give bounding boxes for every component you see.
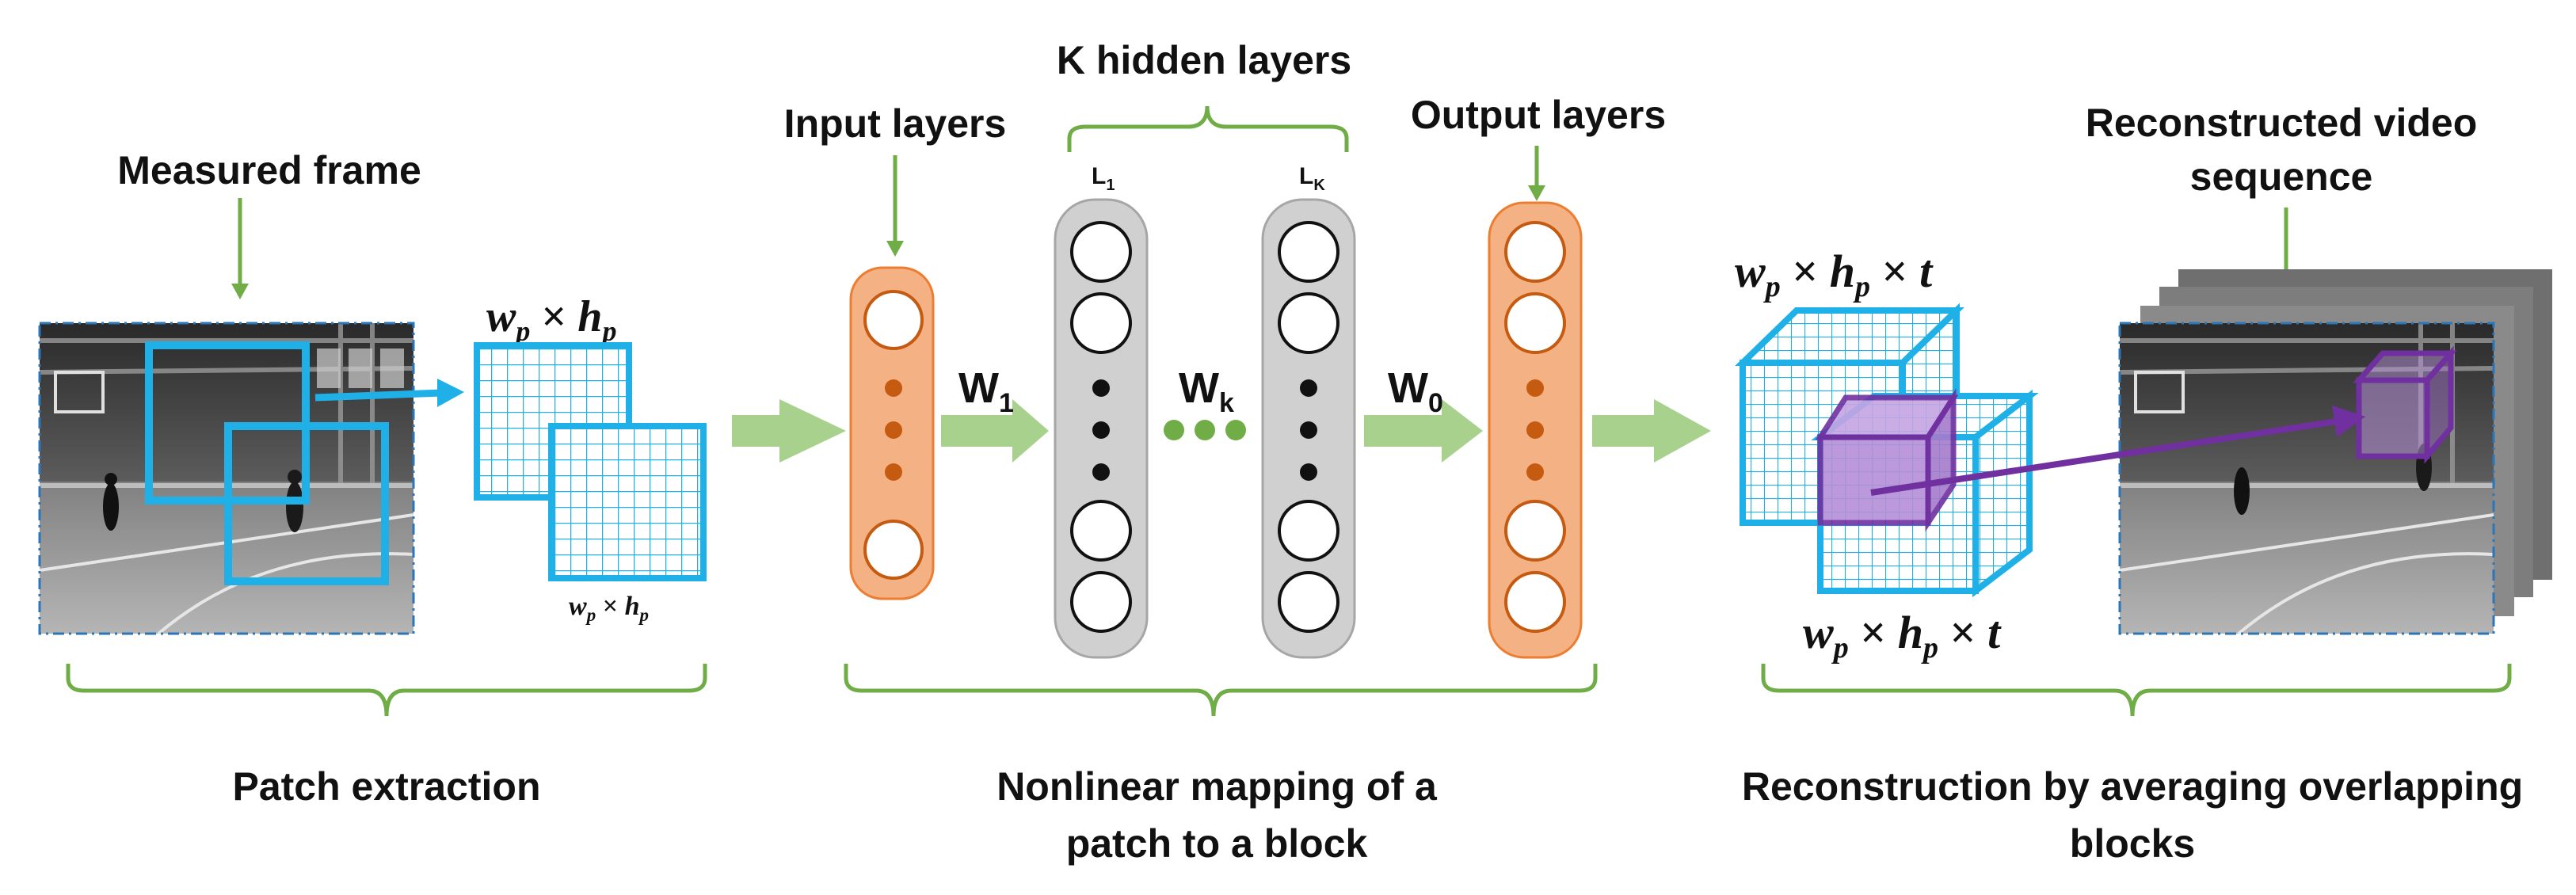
hidden-neuron bbox=[1070, 221, 1132, 283]
output-neuron bbox=[1504, 571, 1566, 633]
ellipsis-dot bbox=[1526, 379, 1544, 397]
overlap-cube bbox=[1815, 388, 1959, 532]
grid-patch-2 bbox=[548, 423, 707, 581]
hidden-layer-1 bbox=[1054, 198, 1149, 659]
stage-brace-3 bbox=[1761, 664, 2512, 717]
flow-arrow-w1 bbox=[941, 399, 1049, 463]
input-layers-arrow bbox=[886, 155, 904, 257]
output-neuron bbox=[1504, 292, 1566, 354]
ellipsis-dot bbox=[885, 421, 902, 439]
layer-lk-label: LK bbox=[1299, 163, 1325, 194]
hidden-neuron bbox=[1278, 292, 1339, 354]
measured-frame-arrow bbox=[231, 198, 249, 299]
hidden-neuron bbox=[1278, 571, 1339, 633]
ellipsis-dot bbox=[1092, 463, 1110, 481]
weight-w1-label: W1 bbox=[958, 364, 1014, 418]
hidden-neuron bbox=[1070, 292, 1132, 354]
between-layers-ellipsis bbox=[1164, 420, 1246, 440]
ellipsis-dot bbox=[1300, 463, 1317, 481]
stage-brace-1 bbox=[66, 664, 707, 717]
ellipsis-dot bbox=[1092, 379, 1110, 397]
input-neuron bbox=[863, 290, 924, 350]
block-size-label-top: wp × hp × t bbox=[1735, 246, 1934, 303]
ellipsis-dot bbox=[1526, 421, 1544, 439]
patch-size-label-top: wp × hp bbox=[486, 292, 616, 347]
flow-arrow-1 bbox=[732, 399, 846, 463]
block-placement-arrow bbox=[1870, 406, 2365, 496]
stage-caption-2-line2: patch to a block bbox=[1066, 821, 1368, 866]
stage-caption-3-line2: blocks bbox=[2070, 821, 2195, 866]
stage-caption-1: Patch extraction bbox=[232, 764, 540, 809]
hidden-layers-brace bbox=[1067, 105, 1349, 152]
ellipsis-dot bbox=[1526, 463, 1544, 481]
weight-wk-label: Wk bbox=[1179, 364, 1234, 418]
stage-caption-3-line1: Reconstruction by averaging overlapping bbox=[1742, 764, 2523, 809]
output-block-cube bbox=[2353, 345, 2457, 464]
flow-arrow-2 bbox=[1592, 399, 1711, 463]
stage-brace-2 bbox=[844, 664, 1598, 717]
ellipsis-dot bbox=[1092, 421, 1110, 439]
layer-l1-label: L1 bbox=[1092, 163, 1115, 194]
output-layers-arrow bbox=[1528, 146, 1545, 201]
reconstructed-label-line2: sequence bbox=[2190, 154, 2373, 199]
hidden-neuron bbox=[1070, 571, 1132, 633]
frame-border bbox=[38, 322, 415, 635]
patch-box-2 bbox=[224, 422, 389, 585]
ellipsis-dot bbox=[885, 379, 902, 397]
patch-size-label-bottom: wp × hp bbox=[569, 592, 649, 625]
hidden-neuron bbox=[1278, 500, 1339, 562]
input-layer bbox=[849, 266, 935, 600]
output-neuron bbox=[1504, 221, 1566, 283]
output-layer bbox=[1488, 201, 1583, 659]
k-hidden-layers-label: K hidden layers bbox=[1057, 38, 1351, 82]
block-size-label-bottom: wp × hp × t bbox=[1803, 607, 2002, 665]
reconstructed-frame-image bbox=[2120, 323, 2494, 634]
ellipsis-dot bbox=[885, 463, 902, 481]
input-layers-label: Input layers bbox=[784, 101, 1007, 146]
output-neuron bbox=[1504, 500, 1566, 562]
weight-w0-label: W0 bbox=[1388, 364, 1443, 418]
hidden-neuron bbox=[1070, 500, 1132, 562]
ellipsis-dot bbox=[1300, 421, 1317, 439]
stage-caption-2-line1: Nonlinear mapping of a bbox=[996, 764, 1438, 809]
input-neuron bbox=[863, 520, 924, 580]
output-layers-label: Output layers bbox=[1411, 93, 1666, 137]
ellipsis-dot bbox=[1300, 379, 1317, 397]
hidden-neuron bbox=[1278, 221, 1339, 283]
reconstructed-label-line1: Reconstructed video bbox=[2086, 101, 2478, 145]
patch-arrow bbox=[314, 379, 464, 407]
flow-arrow-w0 bbox=[1364, 399, 1483, 463]
reconstructed-frame-border bbox=[2118, 322, 2495, 635]
hidden-layer-k bbox=[1261, 198, 1356, 659]
measured-frame-label: Measured frame bbox=[117, 148, 421, 192]
